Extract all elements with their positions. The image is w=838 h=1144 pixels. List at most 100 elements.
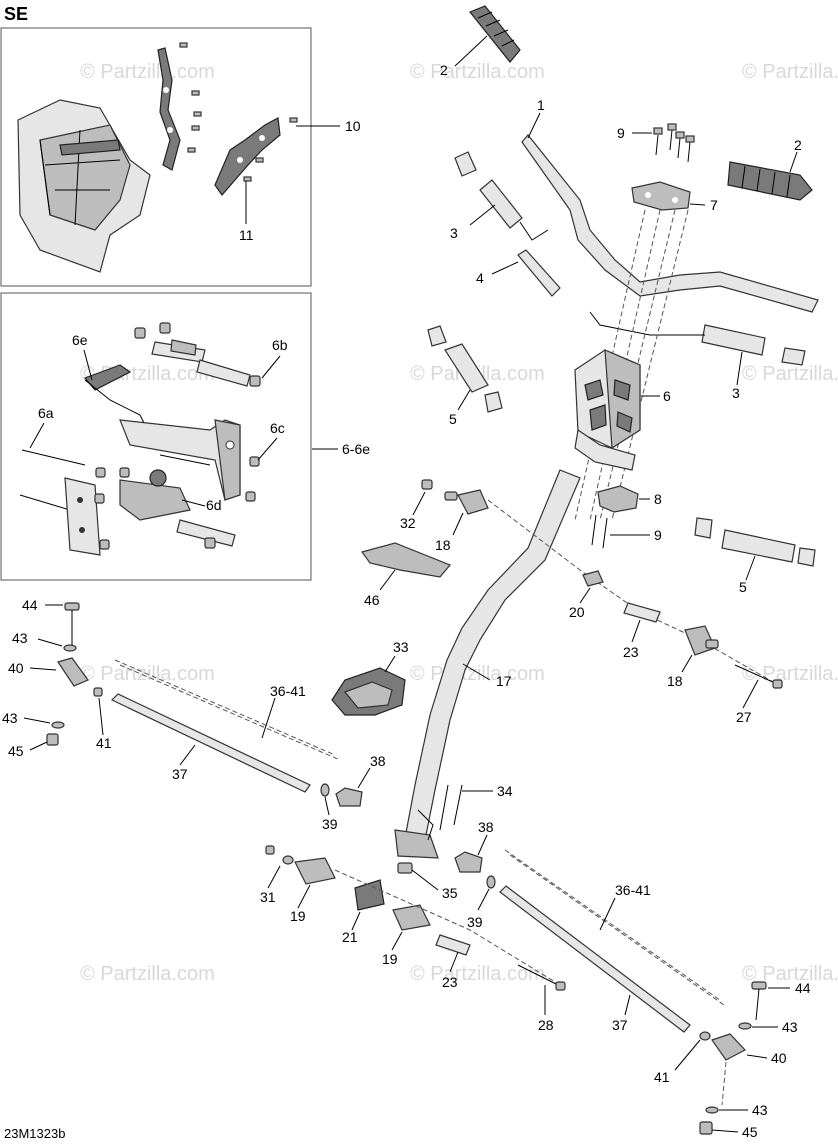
callout-7: 7 (710, 197, 718, 213)
grip-top (469, 5, 521, 63)
callout-1: 1 (537, 97, 545, 113)
callout-27: 27 (736, 709, 752, 725)
callout-6d: 6d (206, 497, 222, 513)
steering-column (394, 428, 636, 859)
bolt-44-left (64, 602, 80, 645)
tie-rod-end-38-left (335, 787, 363, 807)
grip-right (727, 161, 813, 201)
callout-8: 8 (654, 491, 662, 507)
washer-31 (282, 855, 294, 865)
callout-34: 34 (497, 783, 513, 799)
grip-insert-right (694, 517, 816, 567)
nut-39-left (320, 783, 330, 797)
nut-31 (265, 845, 275, 855)
washer-43-upper-right (738, 1022, 752, 1030)
washer-43-lower-left (51, 721, 65, 729)
callout-20: 20 (569, 604, 585, 620)
callout-39-left: 39 (322, 816, 338, 832)
callout-36-41-left: 36-41 (270, 683, 306, 699)
callout-28: 28 (538, 1017, 554, 1033)
callout-37-right: 37 (612, 1017, 628, 1033)
watermark: © Partzilla.com (80, 61, 215, 83)
rod-23-upper (623, 602, 661, 623)
washer-43-upper-left (63, 644, 77, 652)
bolt-28 (517, 964, 566, 991)
watermark: © Partzilla.com (742, 363, 838, 385)
tie-rod-end-38-right (454, 851, 483, 873)
tie-rod-left (110, 693, 311, 793)
callout-9-top: 9 (617, 125, 625, 141)
callout-17: 17 (496, 673, 512, 689)
clamp-screws-lower (591, 514, 608, 549)
drawing-code: 23M1323b (4, 1126, 65, 1141)
mounting-bracket-right (214, 117, 281, 196)
hand-guard-assembly (17, 99, 151, 273)
callout-5-left: 5 (449, 411, 457, 427)
riser-subparts (19, 322, 261, 556)
callout-41-right: 41 (654, 1069, 670, 1085)
callout-6-6e: 6-6e (342, 441, 370, 457)
callout-44-right: 44 (795, 980, 811, 996)
callout-40-right: 40 (771, 1050, 787, 1066)
callout-4: 4 (476, 270, 484, 286)
callout-6b: 6b (272, 337, 288, 353)
callout-43-upper-left: 43 (12, 630, 28, 646)
callout-38-left: 38 (370, 753, 386, 769)
callout-37-left: 37 (172, 766, 188, 782)
watermark: © Partzilla.com (410, 61, 545, 83)
callout-19-upper: 19 (290, 908, 306, 924)
riser-block (574, 349, 641, 450)
ball-joint-19-upper (294, 857, 336, 885)
nut-20 (582, 570, 604, 587)
grip-heater-right (589, 311, 806, 366)
inset-box-riser (0, 292, 312, 581)
watermark: © Partzilla.com (742, 963, 838, 985)
bolt-44-right (751, 981, 767, 1021)
cover-33 (331, 667, 406, 716)
inset-box-hand-guard (0, 27, 312, 287)
section-code: SE (4, 4, 28, 24)
callout-23-lower: 23 (442, 974, 458, 990)
nut-32 (421, 479, 433, 490)
bolts-34 (439, 784, 463, 831)
nut-39-right (486, 875, 496, 889)
nut-41-left (93, 687, 103, 697)
callout-6: 6 (663, 388, 671, 404)
callout-45-left: 45 (8, 743, 24, 759)
ball-joint-lower-right (684, 625, 719, 656)
grip-heater-left (454, 151, 561, 297)
callout-18-right: 18 (667, 673, 683, 689)
nut-41-right (699, 1031, 711, 1041)
callout-9-lower: 9 (654, 527, 662, 543)
rod-23-lower (435, 934, 471, 956)
callout-18-upper: 18 (435, 537, 451, 553)
callout-3-right: 3 (732, 385, 740, 401)
washer-43-lower-right (705, 1106, 719, 1114)
callout-40-left: 40 (8, 660, 24, 676)
bolt-27 (734, 664, 783, 689)
callout-19-lower: 19 (382, 951, 398, 967)
callout-38-right: 38 (478, 819, 494, 835)
callout-2-right: 2 (794, 137, 802, 153)
callout-35: 35 (442, 885, 458, 901)
callout-33: 33 (393, 639, 409, 655)
clamp-top (631, 181, 691, 211)
grip-insert-left (427, 325, 503, 413)
callout-2-top: 2 (440, 62, 448, 78)
callout-6c: 6c (270, 420, 285, 436)
callout-11: 11 (239, 227, 254, 243)
callout-21: 21 (342, 929, 358, 945)
callout-10: 10 (345, 118, 361, 134)
clamp-lower (597, 485, 639, 513)
sleeve-35 (397, 862, 413, 874)
callout-43-lower-right: 43 (752, 1102, 768, 1118)
callout-43-lower-left: 43 (2, 710, 18, 726)
callout-23-upper: 23 (623, 644, 639, 660)
mounting-bracket-left (157, 47, 181, 171)
watermark: © Partzilla.com (742, 61, 838, 83)
callout-36-41-right: 36-41 (615, 882, 651, 898)
callout-43-upper-right: 43 (782, 1019, 798, 1035)
callout-6e: 6e (72, 332, 88, 348)
callout-39-right: 39 (467, 914, 483, 930)
